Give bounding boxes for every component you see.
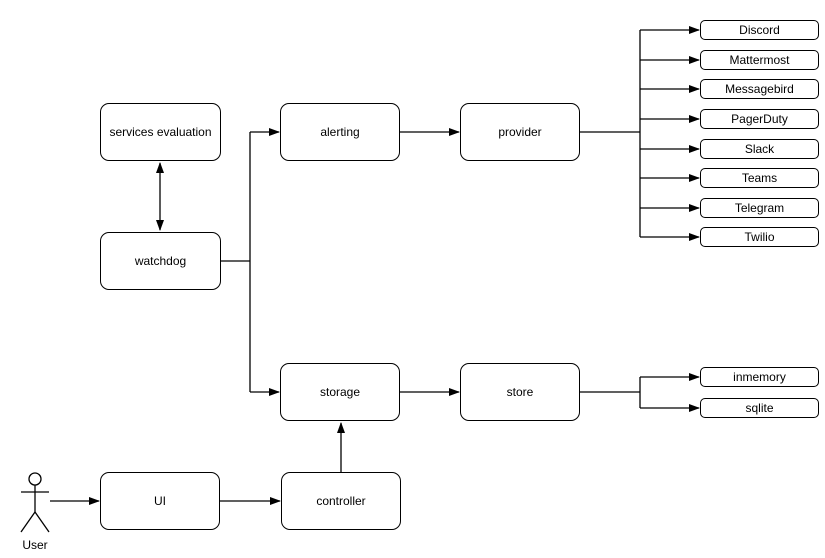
node-watchdog: watchdog: [100, 232, 221, 290]
node-teams: Teams: [700, 168, 819, 188]
node-inmemory: inmemory: [700, 367, 819, 387]
node-ui: UI: [100, 472, 220, 530]
node-telegram: Telegram: [700, 198, 819, 218]
node-slack: Slack: [700, 139, 819, 159]
node-storage: storage: [280, 363, 400, 421]
user-actor-label: User: [22, 538, 48, 552]
node-sqlite: sqlite: [700, 398, 819, 418]
node-discord: Discord: [700, 20, 819, 40]
node-store: store: [460, 363, 580, 421]
user-actor-icon: [20, 472, 50, 533]
node-mattermost: Mattermost: [700, 50, 819, 70]
node-alerting: alerting: [280, 103, 400, 161]
node-twilio: Twilio: [700, 227, 819, 247]
node-pagerduty: PagerDuty: [700, 109, 819, 129]
node-provider: provider: [460, 103, 580, 161]
node-controller: controller: [281, 472, 401, 530]
node-services-evaluation: services evaluation: [100, 103, 221, 161]
node-messagebird: Messagebird: [700, 79, 819, 99]
